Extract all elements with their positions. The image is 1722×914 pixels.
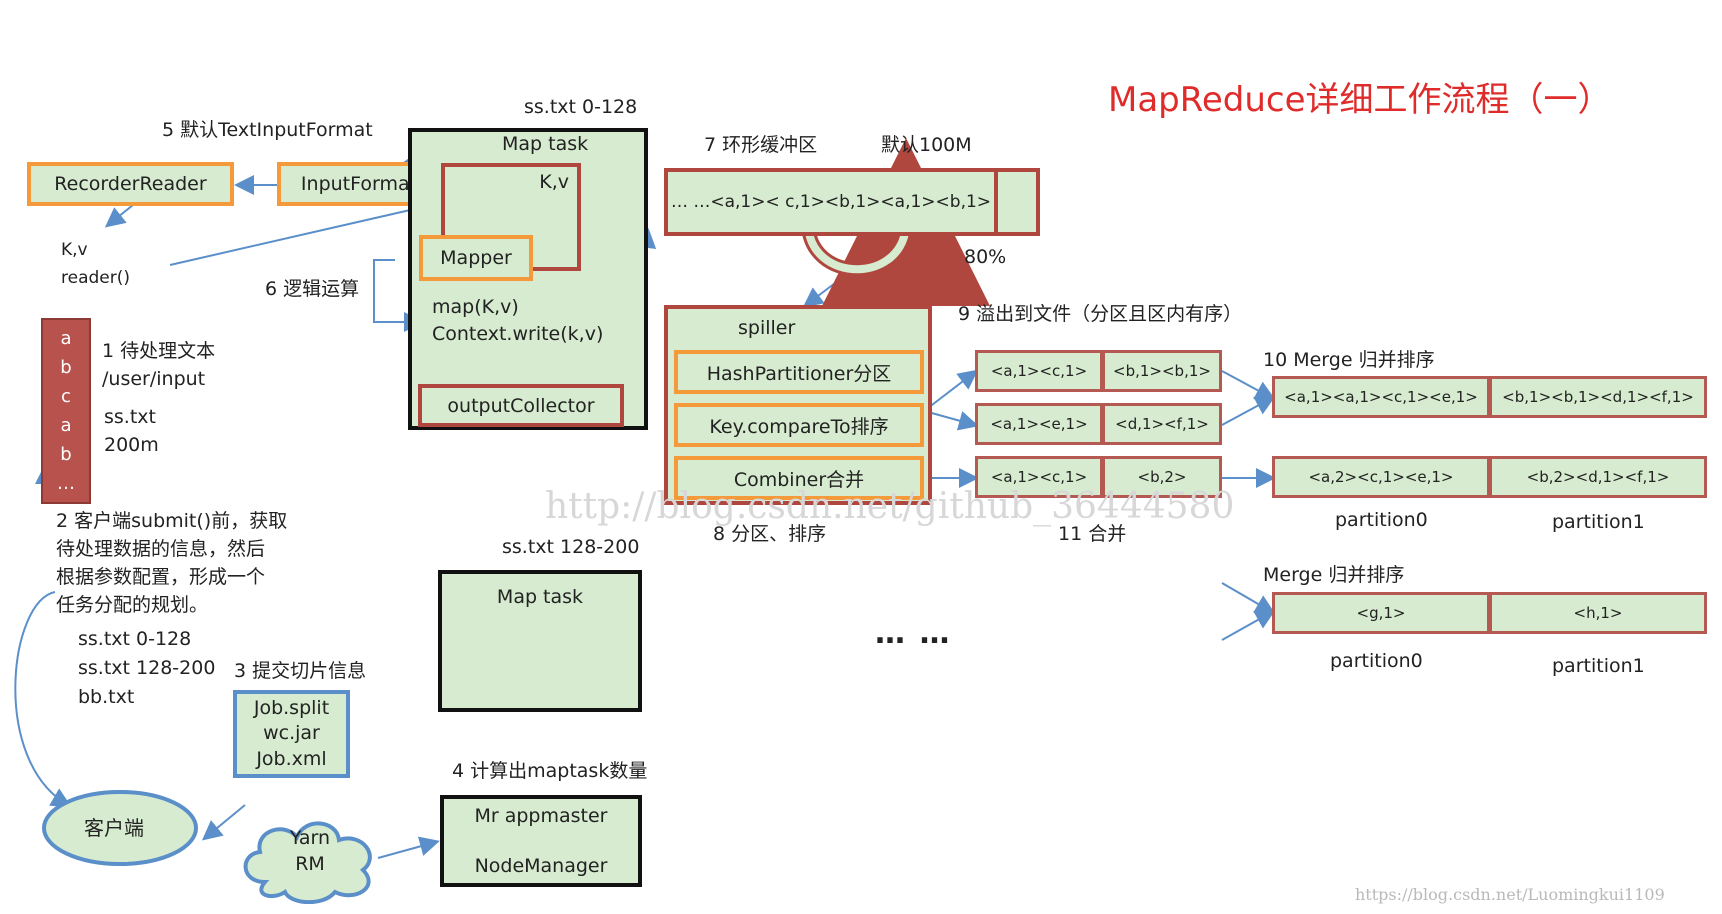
spill-cell: <b,2>: [1102, 456, 1222, 498]
output-collector-box: outputCollector: [418, 384, 624, 427]
client-ellipse: [42, 790, 198, 866]
reader-label: reader(): [61, 268, 130, 288]
client-desc-line: 待处理数据的信息，然后: [56, 538, 266, 560]
column-letter: c: [61, 386, 71, 407]
recorder-reader-box: RecorderReader: [27, 162, 234, 206]
merged-cell: <a,1><a,1><c,1><e,1>: [1272, 376, 1490, 418]
page-title: MapReduce详细工作流程（一）: [1108, 80, 1612, 120]
yarn-label: Yarn RM: [272, 826, 348, 877]
column-letter: b: [60, 357, 72, 378]
yarn-text: Yarn: [289, 827, 331, 849]
spill-cell: <a,1><c,1>: [975, 456, 1103, 498]
watermark-center: http://blog.csdn.net/github_36444580: [545, 486, 1235, 527]
split-entry: ss.txt 128-200: [78, 657, 216, 679]
yarn-cloud-icon: [243, 821, 372, 904]
file-size-label: 200m: [104, 434, 159, 456]
map-fn-label: map(K,v): [432, 296, 519, 318]
merge-label: Merge 归并排序: [1263, 564, 1405, 586]
merged-cell: <b,1><b,1><d,1><f,1>: [1489, 376, 1707, 418]
split2-label: ss.txt 128-200: [502, 536, 640, 558]
ring-buffer-label: 7 环形缓冲区: [704, 134, 818, 156]
spiller-label: spiller: [738, 317, 796, 339]
column-letter: b: [60, 444, 72, 465]
column-letter: …: [57, 473, 75, 494]
node-manager-label: NodeManager: [474, 855, 608, 877]
partition1-label-2: partition1: [1552, 655, 1645, 677]
partition1-label: partition1: [1552, 511, 1645, 533]
appmaster-box: Mr appmaster NodeManager: [440, 795, 642, 887]
job-file: Job.xml: [256, 747, 327, 770]
client-desc-line: 根据参数配置，形成一个: [56, 566, 266, 588]
key-compare-box: Key.compareTo排序: [674, 403, 924, 447]
job-files-box: Job.split wc.jar Job.xml: [233, 690, 350, 778]
context-write-label: Context.write(k,v): [432, 323, 604, 345]
spill-cell: <b,1><b,1>: [1102, 350, 1222, 392]
pct-label: 80%: [964, 246, 1007, 268]
spill-cell: <a,1><c,1>: [975, 350, 1103, 392]
partition0-label: partition0: [1335, 509, 1428, 531]
spill-cell: <d,1><f,1>: [1102, 403, 1222, 445]
rm-text: RM: [295, 852, 325, 875]
submit-split-label: 3 提交切片信息: [234, 660, 367, 682]
merge10-label: 10 Merge 归并排序: [1263, 349, 1435, 371]
ring-buffer-tail: [994, 168, 1040, 236]
spill-cell: <a,1><e,1>: [975, 403, 1103, 445]
split-entry: ss.txt 0-128: [78, 628, 192, 650]
kv-box-label: K,v: [539, 171, 569, 193]
source-text-label: 1 待处理文本: [102, 340, 216, 362]
merged-cell: <b,2><d,1><f,1>: [1489, 456, 1707, 498]
map-task-label: Map task: [502, 133, 589, 155]
map-task2-box: Map task: [438, 570, 642, 712]
input-path-label: /user/input: [102, 368, 206, 390]
default-input-format-label: 5 默认TextInputFormat: [162, 119, 373, 141]
combine-label: 11 合并: [1058, 523, 1127, 545]
map-task2-label: Map task: [496, 586, 584, 608]
split1-label: ss.txt 0-128: [524, 96, 638, 118]
file-name-label: ss.txt: [104, 406, 156, 428]
compute-maptask-label: 4 计算出maptask数量: [452, 760, 648, 782]
mr-appmaster-label: Mr appmaster: [474, 805, 608, 827]
column-letter: a: [60, 328, 72, 349]
client-desc-line: 2 客户端submit()前，获取: [56, 510, 288, 532]
merged-cell: <g,1>: [1272, 592, 1490, 634]
kv-label: K,v: [61, 240, 88, 260]
watermark-corner: https://blog.csdn.net/Luomingkui1109: [1355, 885, 1665, 904]
partition0-label-2: partition0: [1330, 650, 1423, 672]
split-entry: bb.txt: [78, 686, 135, 708]
column-letter: a: [60, 415, 72, 436]
job-file: wc.jar: [263, 722, 320, 745]
file-content-column: a b c a b …: [41, 318, 91, 504]
ring-buffer-box: … …<a,1>< c,1><b,1><a,1><b,1>: [664, 168, 998, 236]
logic-label: 6 逻辑运算: [265, 278, 360, 300]
default-size-label: 默认100M: [881, 134, 972, 156]
merged-cell: <a,2><c,1><e,1>: [1272, 456, 1490, 498]
combiner-box: Combiner合并: [674, 456, 924, 500]
spill-label: 9 溢出到文件（分区且区内有序）: [958, 303, 1243, 325]
merged-cell: <h,1>: [1489, 592, 1707, 634]
hash-partitioner-box: HashPartitioner分区: [674, 350, 924, 394]
client-desc-line: 任务分配的规划。: [56, 594, 209, 616]
mapper-box: Mapper: [419, 235, 533, 281]
client-label: 客户端: [84, 816, 144, 840]
ellipsis-label: … …: [875, 616, 952, 651]
partition-sort-label: 8 分区、排序: [713, 523, 827, 545]
job-file: Job.split: [253, 696, 330, 719]
